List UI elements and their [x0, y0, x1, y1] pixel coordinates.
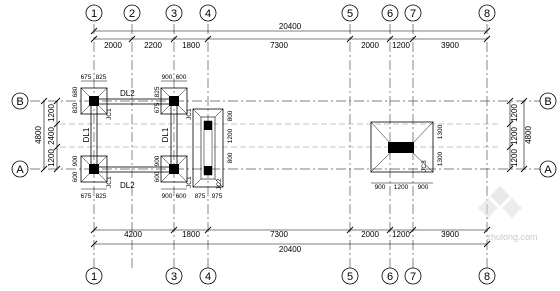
dim-right-total: 4800	[524, 126, 533, 144]
dim-jc3-h2: 1200	[394, 184, 409, 191]
axis-label-right-B: B	[544, 96, 551, 108]
dim-jc2-h2: 975	[212, 193, 223, 200]
footing-jc1-b1	[80, 87, 108, 115]
dim-top-total: 20400	[279, 22, 302, 31]
axis-label-top-1: 1	[91, 8, 97, 20]
dim-bottom-1: 4200	[124, 230, 142, 239]
dim-jc1-a3-a: 900	[162, 193, 173, 200]
axis-label-bottom-7: 7	[410, 271, 416, 283]
dim-bottom-6: 3900	[441, 230, 459, 239]
dim-jc1-a3-v2: 600	[154, 171, 161, 182]
watermark-text: zhulong.com	[486, 232, 537, 242]
label-jc1-3: JC1	[106, 176, 113, 188]
dim-top-6: 1200	[392, 41, 410, 50]
axis-label-top-2: 2	[129, 8, 135, 20]
dim-jc1-b3-a: 900	[162, 74, 173, 81]
left-dimensions	[40, 97, 61, 173]
axis-label-left-A: A	[16, 164, 24, 176]
dim-jc3-v2: 1300	[437, 151, 444, 166]
dim-left-total: 4800	[34, 126, 43, 144]
dim-bottom-4: 2000	[361, 230, 379, 239]
dim-jc1-a1-v1: 900	[72, 155, 79, 166]
label-dl2-bottom: DL2	[120, 181, 135, 190]
axis-label-bottom-8: 8	[484, 271, 490, 283]
label-dl1-left: DL1	[82, 127, 91, 142]
bottom-dimensions	[90, 226, 491, 248]
dim-top-7: 3900	[441, 41, 459, 50]
top-dimensions	[90, 27, 491, 43]
axis-bubbles-rows	[11, 92, 557, 178]
dim-jc3-h3: 900	[418, 184, 429, 191]
dim-left-1: 1200	[47, 104, 56, 122]
axis-label-right-A: A	[544, 164, 552, 176]
dim-jc3-v1: 1300	[437, 124, 444, 139]
jc1-dim-lines	[81, 80, 187, 190]
dim-jc1-b3-v2: 675	[154, 102, 161, 113]
axis-label-top-5: 5	[347, 8, 353, 20]
watermark-logo	[478, 186, 522, 218]
dim-bottom-3: 7300	[270, 230, 288, 239]
dim-jc2-v2: 1200	[227, 128, 234, 143]
dim-left-3: 1200	[47, 149, 56, 167]
dim-bottom-2: 1800	[182, 230, 200, 239]
axis-label-bottom-3: 3	[171, 271, 177, 283]
axis-label-top-3: 3	[171, 8, 177, 20]
dim-top-5: 2000	[361, 41, 379, 50]
dim-top-1: 2000	[104, 41, 122, 50]
dim-left-2: 2400	[47, 127, 56, 145]
footing-jc1-b3	[160, 87, 188, 115]
axis-label-left-B: B	[16, 96, 23, 108]
dim-jc2-v1: 800	[227, 110, 234, 121]
dim-jc1-b1-v1: 680	[72, 86, 79, 97]
dim-bottom-total: 20400	[279, 245, 302, 254]
footing-jc2	[192, 108, 224, 188]
footing-jc1-a3	[160, 155, 188, 183]
dim-jc1-a3-v1: 900	[154, 155, 161, 166]
dim-bottom-5: 1200	[392, 230, 410, 239]
dim-right-3: 1200	[510, 149, 519, 167]
axis-label-top-8: 8	[484, 8, 490, 20]
axis-bubbles-bottom	[85, 267, 496, 285]
dim-top-2: 2200	[144, 41, 162, 50]
label-jc3: JC3	[421, 160, 428, 172]
dim-jc1-b3-v1: 825	[154, 86, 161, 97]
footing-jc3	[370, 121, 434, 173]
dim-top-3: 1800	[182, 41, 200, 50]
label-jc1-1: JC1	[106, 108, 113, 120]
dim-top-4: 7300	[270, 41, 288, 50]
dim-jc1-b1-a: 675	[81, 74, 92, 81]
axis-label-bottom-4: 4	[205, 271, 211, 283]
axis-label-top-6: 6	[387, 8, 393, 20]
dim-jc2-h1: 875	[195, 193, 206, 200]
dim-jc1-a1-v2: 600	[72, 171, 79, 182]
dim-jc2-v3: 800	[227, 152, 234, 163]
label-jc1-4: JC1	[186, 176, 193, 188]
axis-label-bottom-1: 1	[91, 271, 97, 283]
axis-bubbles-top	[85, 4, 496, 22]
axis-label-bottom-5: 5	[347, 271, 353, 283]
dim-right-2: 1200	[510, 127, 519, 145]
label-dl2-top: DL2	[120, 89, 135, 98]
label-dl1-right: DL1	[161, 127, 170, 142]
dim-jc1-a1-a: 675	[81, 193, 92, 200]
dim-jc1-b3-b: 600	[176, 74, 187, 81]
beam-dl2-top	[91, 98, 177, 105]
dim-jc1-b1-b: 825	[96, 74, 107, 81]
label-jc1-2: JC1	[186, 108, 193, 120]
dim-jc1-a3-b: 600	[176, 193, 187, 200]
axis-label-top-7: 7	[410, 8, 416, 20]
guide-lines	[60, 123, 500, 148]
dim-jc1-a1-b: 825	[96, 193, 107, 200]
dim-right-1: 1200	[510, 104, 519, 122]
label-jc2: JC2	[216, 178, 223, 190]
axis-label-top-4: 4	[205, 8, 211, 20]
right-dimensions	[506, 97, 528, 173]
beam-dl2-bottom	[91, 166, 177, 173]
axis-label-bottom-6: 6	[387, 271, 393, 283]
dim-jc1-b1-v2: 820	[72, 102, 79, 113]
footing-jc1-a1	[80, 155, 108, 183]
dim-jc3-h1: 900	[375, 184, 386, 191]
